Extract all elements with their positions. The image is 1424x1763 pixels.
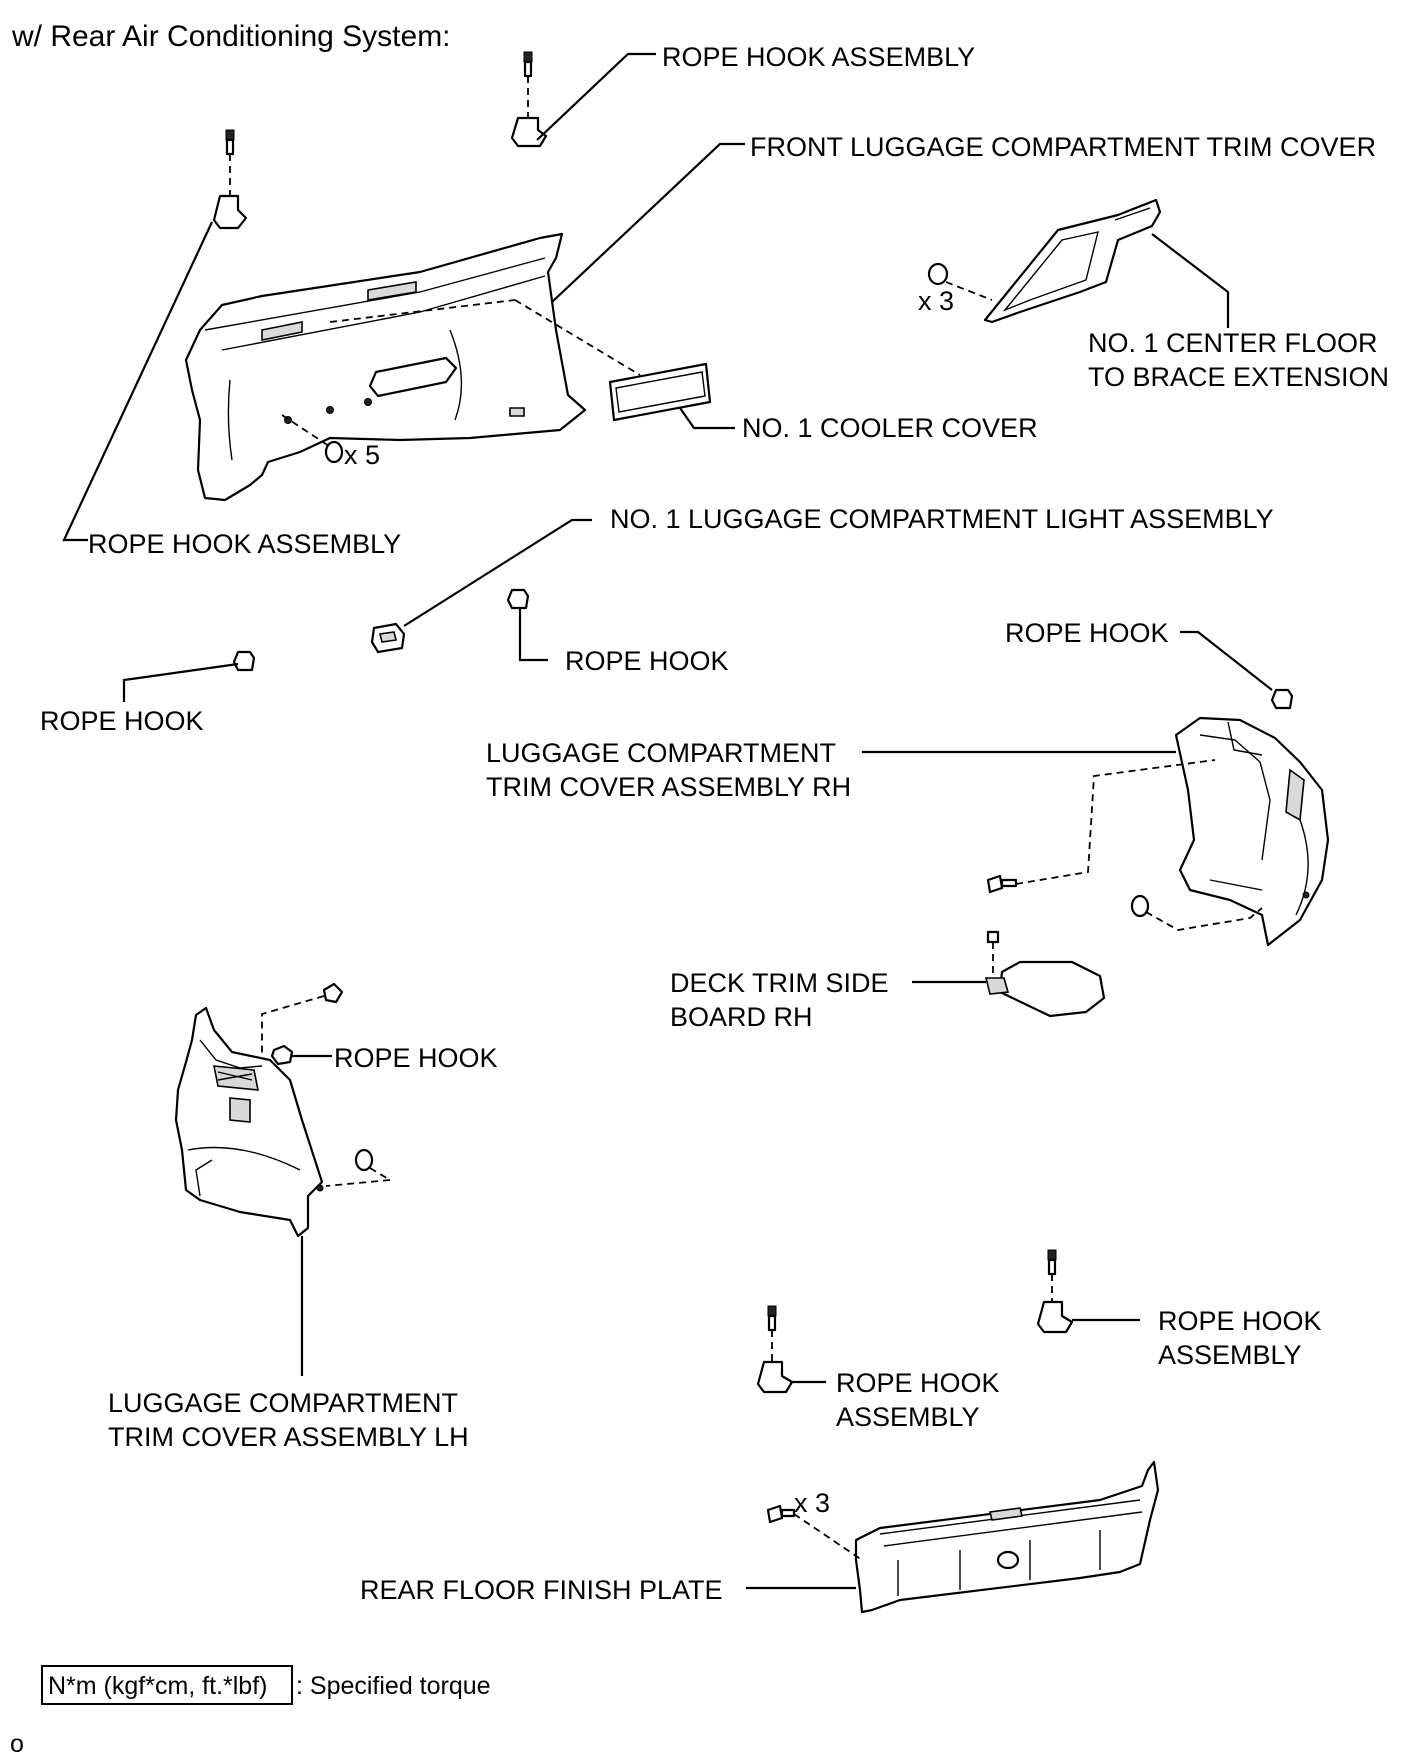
- trim-lh-clip-lower: [325, 1148, 391, 1187]
- front-luggage-compartment-trim-cover: [184, 232, 641, 502]
- rope-hook-icon: [270, 1044, 294, 1066]
- bolt-icon: [225, 129, 235, 141]
- torque-unit: N*m (kgf*cm, ft.*lbf): [48, 1672, 267, 1700]
- qty-x3-top: x 3: [918, 286, 954, 316]
- rope-hook-left: ROPE HOOK: [40, 650, 256, 736]
- rope-hook-lh: ROPE HOOK: [270, 1043, 498, 1073]
- label-rope-hook-lh: ROPE HOOK: [334, 1043, 498, 1073]
- side-board-panel: [998, 960, 1106, 1018]
- no1-cooler-cover: NO. 1 COOLER COVER: [608, 362, 1038, 443]
- torque-legend: N*m (kgf*cm, ft.*lbf) : Specified torque: [41, 1665, 491, 1705]
- clip-icon: [324, 440, 344, 464]
- no1-luggage-compartment-light-assembly: NO. 1 LUGGAGE COMPARTMENT LIGHT ASSEMBLY: [370, 504, 1274, 654]
- clip-x5: x 5: [281, 414, 380, 470]
- luggage-compartment-trim-cover-lh: [174, 1006, 324, 1238]
- torque-description: : Specified torque: [296, 1672, 491, 1700]
- label-rope-hook-asm-bc-line2: ASSEMBLY: [836, 1402, 980, 1432]
- vent-slot: [367, 281, 417, 301]
- rope-hook-right: ROPE HOOK: [1005, 618, 1294, 710]
- deck-trim-side-board-rh: DECK TRIM SIDE BOARD RH: [670, 930, 1106, 1032]
- vent-grille: [213, 1065, 259, 1091]
- screw-icon: [766, 1504, 784, 1524]
- label-trim-lh-line1: LUGGAGE COMPARTMENT: [108, 1388, 458, 1418]
- hook-bracket: [1036, 1300, 1074, 1334]
- rope-hook-assembly-left: ROPE HOOK ASSEMBLY: [62, 129, 401, 559]
- trim-cover-body: [184, 232, 587, 502]
- rope-hook-icon: [506, 588, 530, 610]
- rope-hook-assembly-bottom-right: ROPE HOOK ASSEMBLY: [1036, 1249, 1322, 1370]
- brace-extension-body: [983, 198, 1162, 324]
- handle-recess: [368, 356, 458, 398]
- label-trim-rh-line1: LUGGAGE COMPARTMENT: [486, 738, 836, 768]
- bolt-shank: [523, 60, 533, 78]
- hook-bracket: [510, 116, 548, 148]
- label-rope-hook-asm-bc-line1: ROPE HOOK: [836, 1368, 1000, 1398]
- label-trim-rh-line2: TRIM COVER ASSEMBLY RH: [486, 772, 851, 802]
- label-rope-hook-assembly-left: ROPE HOOK ASSEMBLY: [88, 529, 401, 559]
- qty-x3-bottom: x 3: [794, 1488, 830, 1518]
- diagram-title: w/ Rear Air Conditioning System:: [11, 20, 451, 53]
- clip-icon: [1130, 894, 1150, 918]
- rope-hook-assembly-bottom-center: ROPE HOOK ASSEMBLY: [756, 1305, 1000, 1432]
- cooler-cover-plate: [608, 362, 712, 422]
- label-rope-hook-asm-br-line2: ASSEMBLY: [1158, 1340, 1302, 1370]
- label-rope-hook-asm-br-line1: ROPE HOOK: [1158, 1306, 1322, 1336]
- trim-rh-clip-lower: [1130, 894, 1263, 931]
- label-rope-hook-assembly-top: ROPE HOOK ASSEMBLY: [662, 42, 975, 72]
- trim-lh-clip-upper: [261, 982, 344, 1058]
- label-center-floor-line1: NO. 1 CENTER FLOOR: [1088, 328, 1378, 358]
- clip-icon: [927, 262, 949, 286]
- rope-hook-icon: [232, 650, 256, 672]
- bolt-icon: [1047, 1249, 1057, 1261]
- clip-icon: [354, 1148, 374, 1172]
- footer-code: o: [10, 1730, 24, 1758]
- label-center-floor-line2: TO BRACE EXTENSION: [1088, 362, 1389, 392]
- rear-floor-finish-plate: x 3 REAR FLOOR FINISH PLATE: [360, 1460, 1160, 1614]
- bolt-shank: [225, 138, 235, 156]
- torque-box: [41, 1665, 293, 1705]
- label-trim-lh-line2: TRIM COVER ASSEMBLY LH: [108, 1422, 469, 1452]
- label-light-assembly: NO. 1 LUGGAGE COMPARTMENT LIGHT ASSEMBLY: [610, 504, 1274, 534]
- bolt-icon: [767, 1305, 777, 1317]
- no1-center-floor-brace-extension: x 3 NO. 1 CENTER FLOOR TO BRACE EXTENSIO…: [918, 198, 1389, 392]
- label-deck-trim-line2: BOARD RH: [670, 1002, 813, 1032]
- rope-hook-assembly-top: ROPE HOOK ASSEMBLY: [510, 42, 975, 148]
- hook-bracket: [756, 1360, 794, 1394]
- trim-rh-screw-upper: [986, 759, 1216, 894]
- finish-plate-body: [854, 1460, 1160, 1614]
- label-no1-cooler-cover: NO. 1 COOLER COVER: [742, 413, 1038, 443]
- rope-hook-icon: [1270, 688, 1294, 710]
- rope-hook-center: ROPE HOOK: [506, 588, 729, 676]
- screw-icon: [986, 930, 1000, 944]
- label-rear-floor-plate: REAR FLOOR FINISH PLATE: [360, 1575, 723, 1605]
- trim-cover-rh-body: [1174, 716, 1330, 947]
- clip-icon: [322, 982, 344, 1004]
- screw-icon: [986, 874, 1004, 894]
- luggage-compartment-trim-cover-rh: [1174, 716, 1330, 947]
- bolt-icon: [523, 51, 533, 63]
- label-rope-hook-right: ROPE HOOK: [1005, 618, 1169, 648]
- vent-slot: [261, 321, 303, 341]
- label-deck-trim-line1: DECK TRIM SIDE: [670, 968, 889, 998]
- label-rope-hook-center: ROPE HOOK: [565, 646, 729, 676]
- label-front-trim-cover: FRONT LUGGAGE COMPARTMENT TRIM COVER: [750, 132, 1376, 162]
- qty-x5: x 5: [344, 440, 380, 470]
- label-rope-hook-left: ROPE HOOK: [40, 706, 204, 736]
- hook-bracket: [212, 194, 248, 230]
